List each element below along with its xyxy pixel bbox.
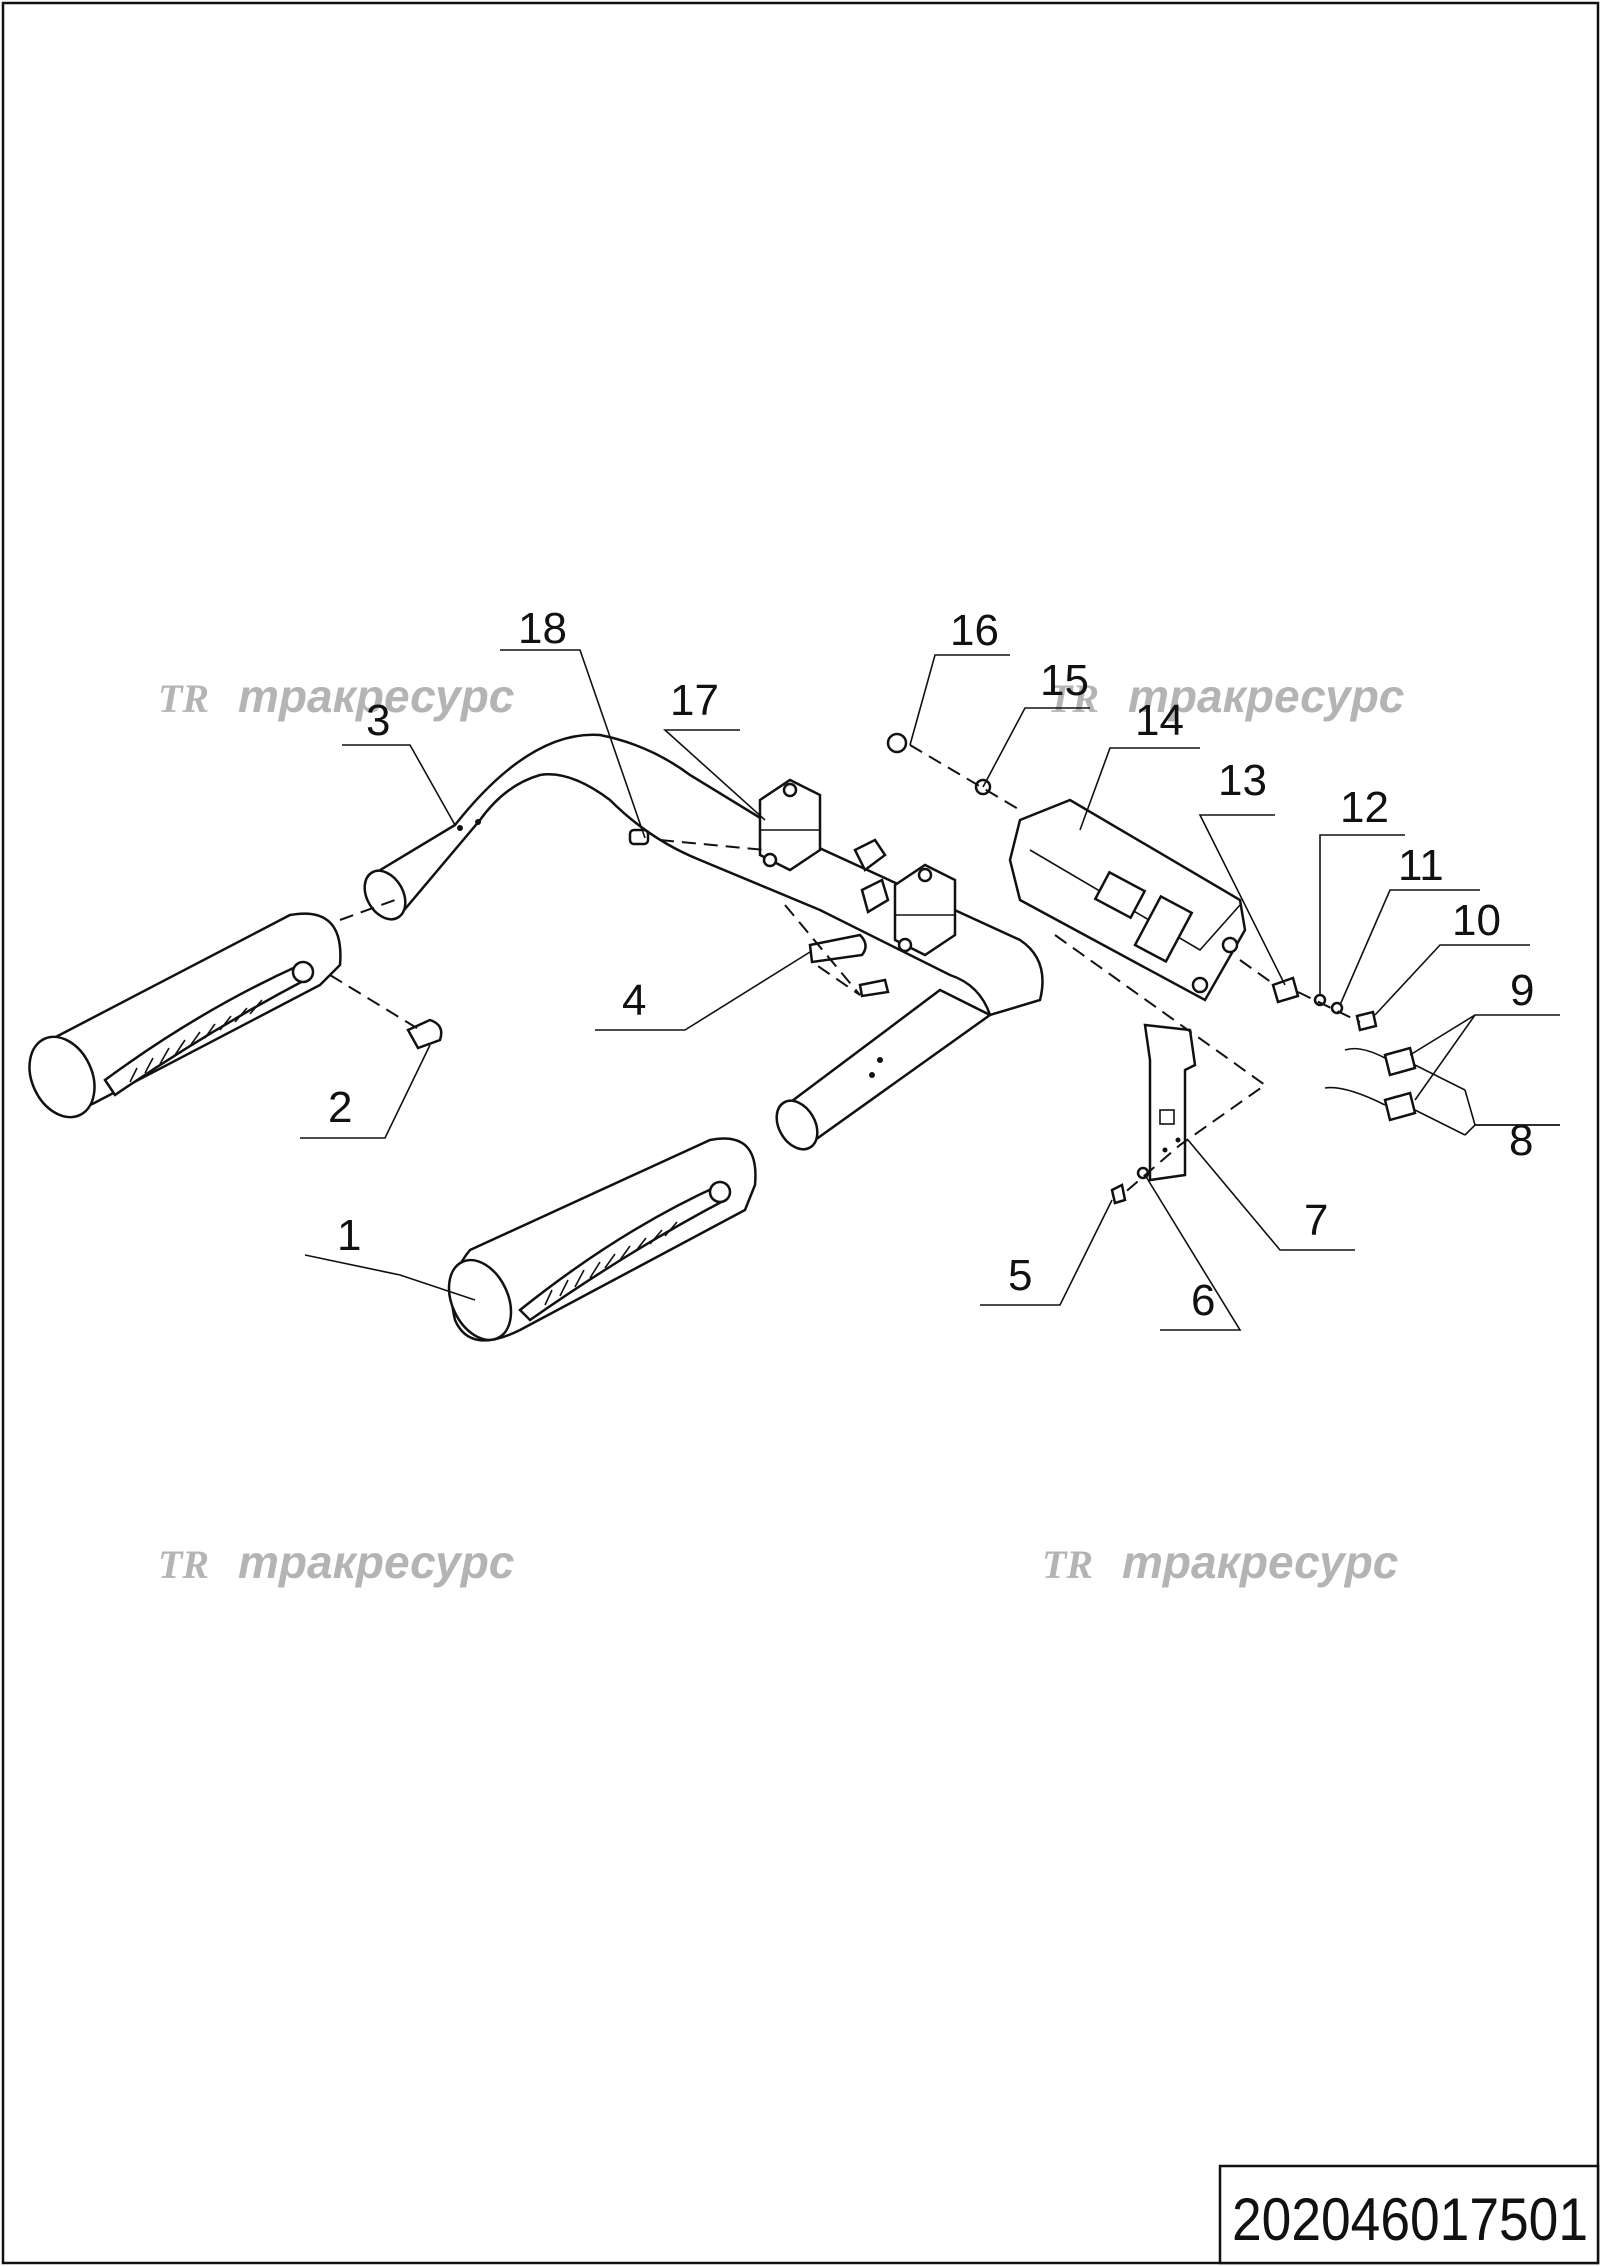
callout-3: 3 — [366, 696, 390, 745]
svg-text:TR: TR — [1042, 1542, 1093, 1587]
clamp-left — [758, 778, 822, 872]
assembly-lines — [329, 744, 1361, 1196]
callout-2: 2 — [328, 1083, 352, 1132]
callout-10: 10 — [1452, 896, 1501, 945]
callout-9: 9 — [1510, 966, 1534, 1015]
callout-leaders — [300, 649, 1560, 1331]
callout-labels: 1 2 3 4 5 6 7 8 9 10 11 12 13 14 15 16 1… — [328, 604, 1534, 1325]
svg-text:TR: TR — [158, 1542, 209, 1587]
callout-17: 17 — [670, 676, 719, 725]
callout-11: 11 — [1398, 841, 1444, 890]
callout-16: 16 — [950, 606, 999, 655]
callout-1: 1 — [337, 1211, 361, 1260]
grip-rear — [28, 912, 342, 1119]
callout-8: 8 — [1509, 1116, 1533, 1165]
hardware — [406, 732, 1466, 1205]
callout-6: 6 — [1191, 1276, 1215, 1325]
clamp-right — [893, 863, 957, 957]
svg-text:TR: TR — [1048, 676, 1099, 721]
grip-front — [447, 1137, 757, 1342]
watermark: TR тракресурс — [1042, 1536, 1398, 1588]
mounting-plate — [1143, 1023, 1197, 1182]
callout-12: 12 — [1340, 783, 1389, 832]
svg-text:тракресурс: тракресурс — [238, 1536, 514, 1588]
control-housing — [1008, 798, 1247, 1002]
watermark: TR тракресурс — [158, 1536, 514, 1588]
callout-14: 14 — [1135, 696, 1184, 745]
drawing-number-block: 202046017501 — [1218, 2164, 1600, 2265]
callout-5: 5 — [1008, 1251, 1032, 1300]
watermark: TR тракресурс — [158, 670, 514, 722]
svg-text:тракресурс: тракресурс — [1128, 670, 1404, 722]
svg-text:тракресурс: тракресурс — [1122, 1536, 1398, 1588]
watermark: TR тракресурс — [1048, 670, 1404, 722]
callout-18: 18 — [518, 604, 567, 653]
callout-7: 7 — [1304, 1196, 1328, 1245]
callout-15: 15 — [1040, 656, 1089, 705]
svg-text:тракресурс: тракресурс — [238, 670, 514, 722]
drawing-number: 202046017501 — [1232, 2186, 1588, 2253]
clip — [853, 838, 887, 872]
svg-text:TR: TR — [158, 676, 209, 721]
callout-13: 13 — [1218, 756, 1267, 805]
clip — [860, 878, 890, 914]
handlebar-tube — [363, 733, 1044, 1151]
callout-4: 4 — [622, 976, 646, 1025]
